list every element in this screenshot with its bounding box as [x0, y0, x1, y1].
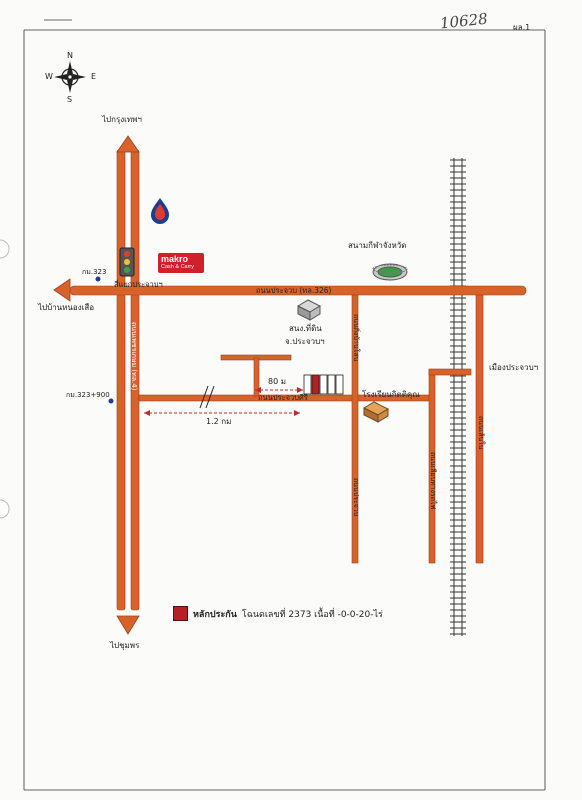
traffic-light-icon: [119, 247, 135, 277]
intersection-label: สี่แยกประจวบฯ: [114, 280, 163, 289]
road-c-label: ถนนเส้นใน: [477, 416, 485, 450]
ptt-gas-station-icon: [151, 198, 169, 224]
to-ban-nong-suea-label: ไปบ้านหนองเสือ: [38, 303, 95, 312]
land-office-icon: [296, 299, 322, 321]
km323-label: กม.323: [82, 268, 107, 276]
legend-collateral-marker: [173, 606, 188, 621]
railway-track: [450, 158, 466, 636]
distance-1-2km-label: 1.2 กม: [206, 417, 232, 426]
parcel-lot: [327, 374, 336, 395]
to-bangkok-label: ไปกรุงเทพฯ: [102, 115, 142, 124]
compass-west-label: W: [45, 72, 53, 81]
collateral-parcel: [311, 374, 320, 395]
school-label: โรงเรียนกิตติคุณ: [362, 390, 420, 399]
parcel-lot: [335, 374, 344, 395]
road-arrows: [53, 135, 140, 635]
legend-detail: โฉนดเลขที่ 2373 เนื้อที่ -0-0-20-ไร่: [241, 609, 383, 620]
road-prachuap-label: ถนนประจวบศีรี: [258, 393, 308, 402]
punch-hole: [0, 499, 10, 519]
parcel-lot: [319, 374, 328, 395]
to-mueang-label: เมืองประจวบฯ: [489, 363, 539, 372]
punch-hole: [0, 239, 10, 259]
school-icon: [362, 401, 390, 423]
compass-south-label: S: [67, 95, 73, 104]
arrow-west-icon: [53, 278, 71, 302]
arrow-north-icon: [116, 135, 140, 153]
makro-logo-sub: Cash & Carry: [161, 264, 195, 270]
legend: หลักประกัน โฉนดเลขที่ 2373 เนื้อที่ -0-0…: [173, 606, 383, 621]
to-chumphon-label: ไปชุมพร: [110, 641, 140, 650]
makro-logo: makro Cash & Carry: [158, 253, 204, 273]
sheet-label: ผล.1: [513, 23, 531, 32]
makro-logo-name: makro: [161, 254, 189, 264]
road-d-label: ถนนประจวบ: [352, 478, 360, 517]
compass-east-label: E: [91, 72, 97, 81]
stadium-label: สนามกีฬาจังหวัด: [348, 241, 407, 250]
road-a-label: ถนนกิ่งบ้านโสน: [352, 314, 360, 362]
page-border: [23, 29, 546, 791]
main-highway-label: ถนนเพชรเกษม (ทล.4): [130, 322, 138, 391]
compass-rose-icon: [54, 61, 86, 93]
parcel-lot: [303, 374, 312, 395]
km-marker-dot: [95, 276, 101, 282]
parcel-row: [303, 374, 344, 395]
road-326-label: ถนนประจวบ (ทล.326): [256, 286, 332, 295]
land-office-label-1: สนง.ที่ดิน: [289, 324, 322, 333]
stadium-icon: [372, 263, 408, 281]
arrow-south-icon: [116, 615, 140, 635]
road-network: [69, 149, 527, 611]
road-b-label: ถนนเลียบทางรถไฟ: [429, 452, 437, 510]
road-a: [351, 294, 359, 564]
road-highway-west: [116, 149, 126, 611]
road-c: [475, 294, 484, 564]
road-break-mark: [199, 385, 215, 409]
km-marker-dot: [108, 398, 114, 404]
km323-900-label: กม.323+900: [66, 391, 110, 399]
land-office-label-2: จ.ประจวบฯ: [285, 337, 325, 346]
road-stub-vertical: [253, 357, 260, 397]
legend-title: หลักประกัน: [193, 609, 237, 620]
dimension-lines: [144, 389, 303, 414]
distance-80m-label: 80 ม: [268, 377, 286, 386]
road-b-horizontal: [428, 368, 472, 376]
compass-north-label: N: [67, 51, 73, 60]
